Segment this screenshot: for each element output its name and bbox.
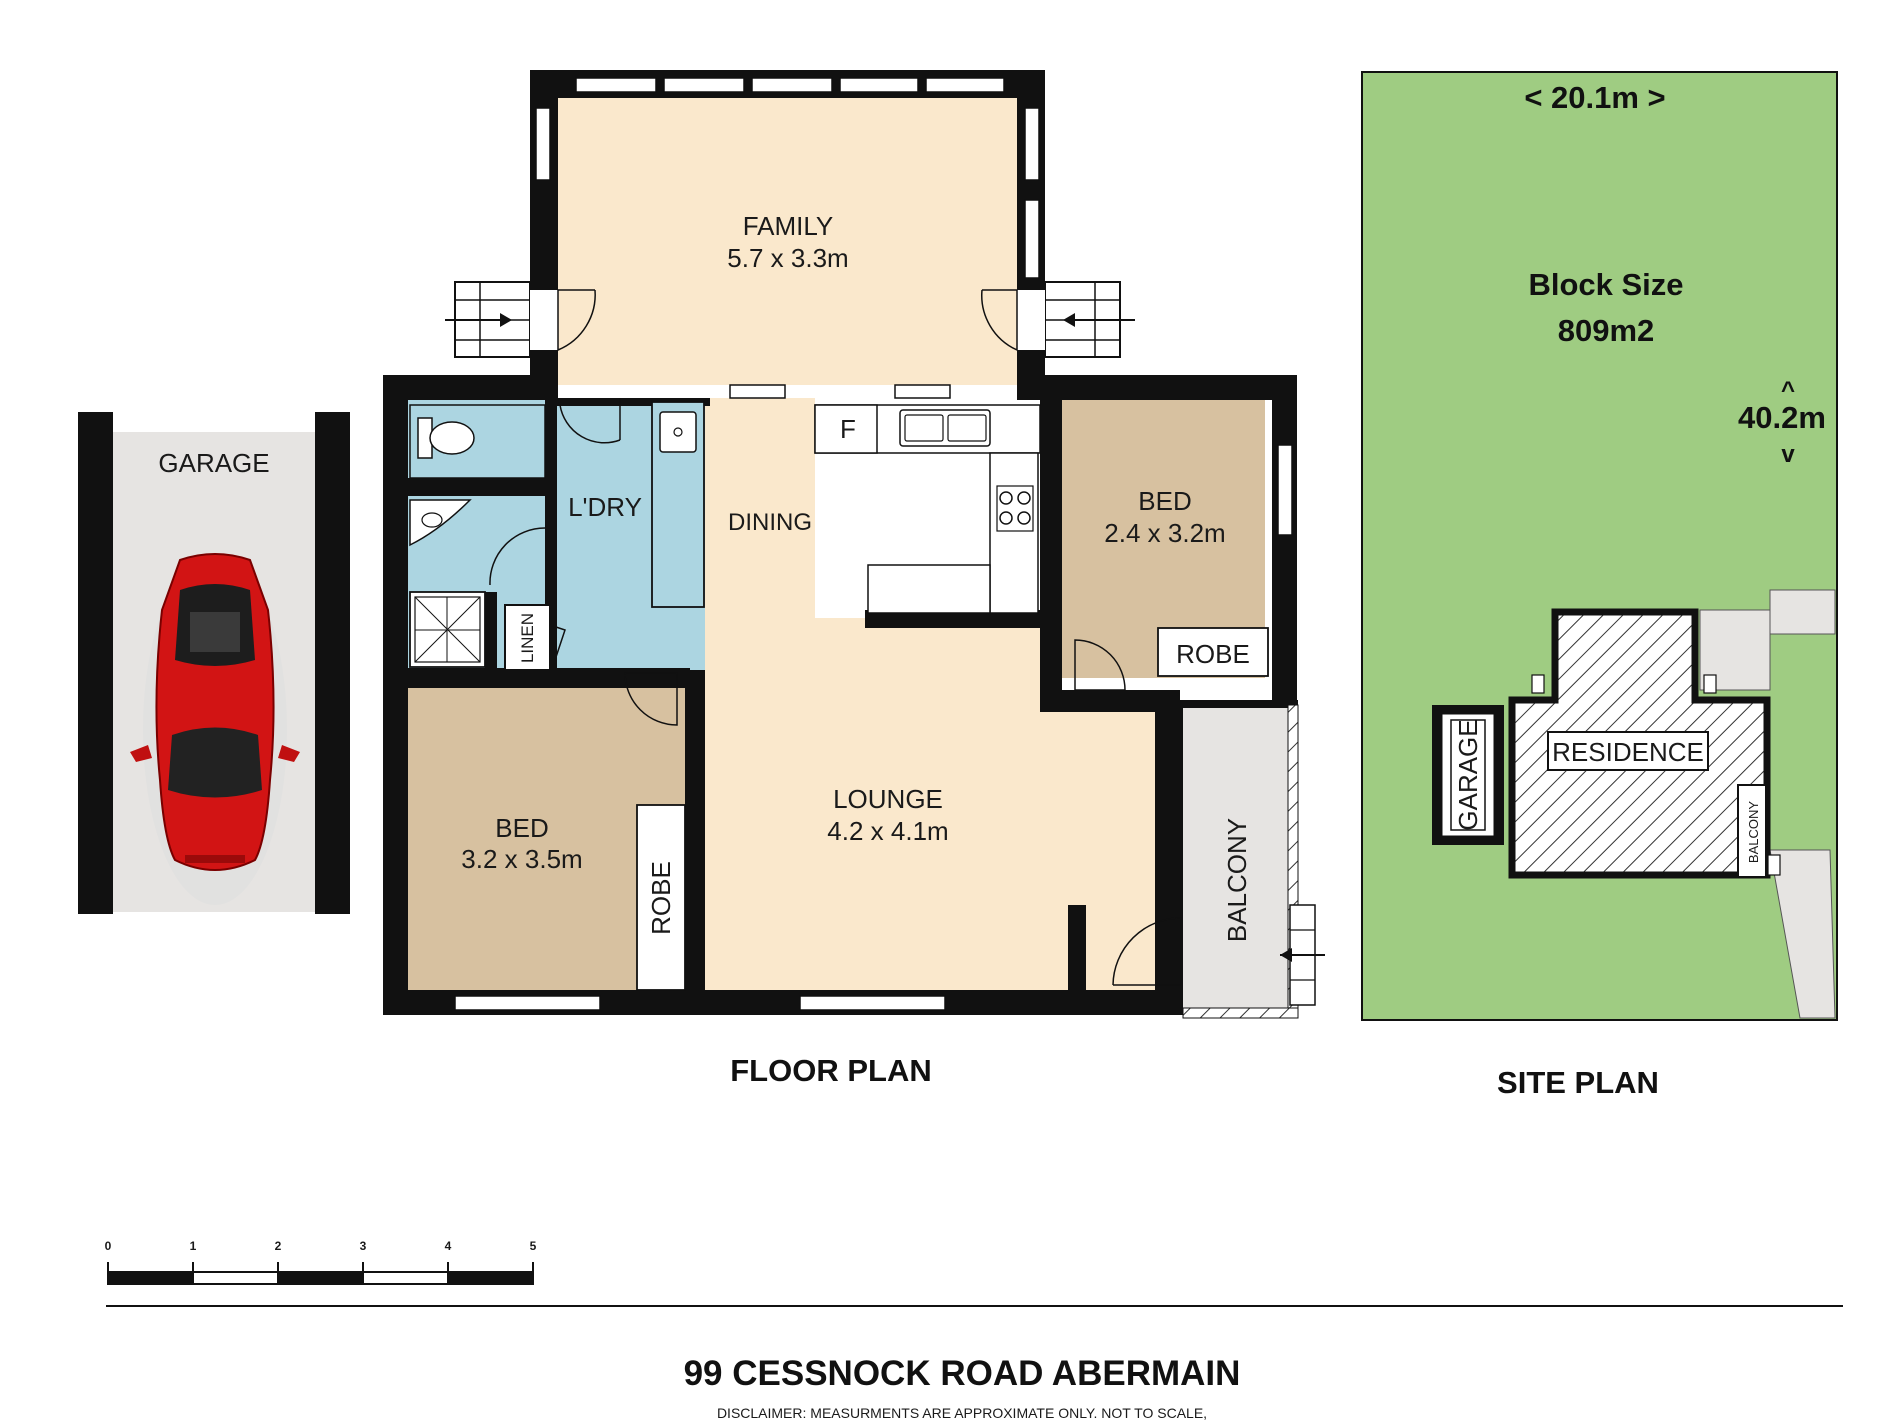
site-depth-label: 40.2m (1738, 400, 1826, 435)
linen-label: LINEN (518, 613, 537, 663)
family-room-fill (555, 95, 1020, 385)
bed-east-robe-label: ROBE (1176, 639, 1250, 669)
bed-west-dims: 3.2 x 3.5m (461, 844, 582, 874)
labels: FAMILY 5.7 x 3.3m L'DRY DINING F BED 2.4… (158, 80, 1826, 1421)
balcony-label: BALCONY (1222, 818, 1252, 942)
site-residence-label: RESIDENCE (1552, 737, 1704, 767)
house-walls (383, 375, 1297, 1015)
lounge-label: LOUNGE (833, 784, 943, 814)
bathroom-fittings (409, 404, 566, 671)
scale-tick-5: 5 (530, 1239, 537, 1253)
balcony-fill (1183, 705, 1288, 1008)
property-address: 99 CESSNOCK ROAD ABERMAIN (684, 1354, 1241, 1393)
bed-west-label: BED (495, 813, 548, 843)
scale-tick-1: 1 (190, 1239, 197, 1253)
site-plan-heading: SITE PLAN (1497, 1065, 1659, 1100)
scale-tick-0: 0 (105, 1239, 112, 1253)
laundry-label: L'DRY (568, 492, 642, 522)
family-windows (535, 77, 1040, 279)
site-plan (1361, 71, 1838, 1021)
site-depth-down-arrow: v (1781, 441, 1795, 468)
bed-east-label: BED (1138, 486, 1191, 516)
scale-tick-2: 2 (275, 1239, 282, 1253)
fridge-label: F (840, 414, 856, 444)
laundry-fittings (489, 398, 705, 608)
block-size-value: 809m2 (1558, 313, 1655, 348)
site-balcony-label: BALCONY (1746, 801, 1761, 863)
car-icon (130, 553, 300, 905)
scale-tick-4: 4 (445, 1239, 452, 1253)
scale-bar: 0 1 2 3 4 5 (105, 1239, 537, 1285)
house-windows (454, 384, 1293, 1011)
site-garage-label: GARAGE (1453, 719, 1483, 830)
scale-tick-3: 3 (360, 1239, 367, 1253)
disclaimer-text: DISCLAIMER: MEASURMENTS ARE APPROXIMATE … (717, 1405, 1207, 1421)
block-size-label: Block Size (1528, 267, 1683, 302)
dining-label: DINING (728, 509, 812, 536)
bed-east-dims: 2.4 x 3.2m (1104, 518, 1225, 548)
lounge-dims: 4.2 x 4.1m (827, 816, 948, 846)
bed-fittings (624, 627, 1269, 991)
garage-label: GARAGE (158, 448, 269, 478)
site-width-label: < 20.1m > (1524, 80, 1665, 115)
family-label: FAMILY (743, 211, 834, 241)
garage-structure (78, 412, 350, 914)
site-depth-up-arrow: ^ (1781, 377, 1795, 404)
bed-west-robe-label: ROBE (646, 861, 676, 935)
floor-plan-heading: FLOOR PLAN (730, 1053, 932, 1088)
family-dims: 5.7 x 3.3m (727, 243, 848, 273)
stairs-and-doors (445, 281, 1135, 358)
balcony-structure (1182, 700, 1325, 1019)
kitchen (814, 404, 1041, 614)
